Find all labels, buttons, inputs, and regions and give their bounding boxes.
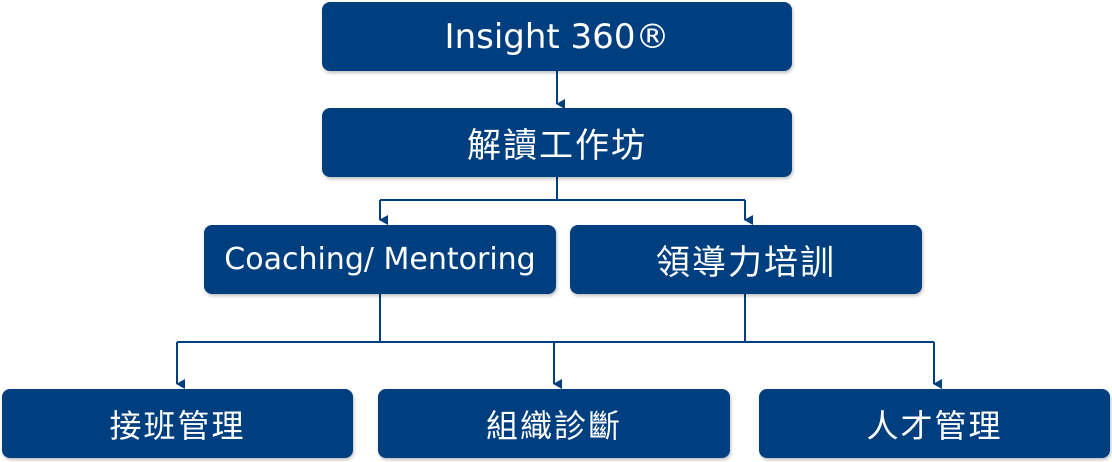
coaching-mentoring-box: Coaching/ Mentoring	[204, 225, 556, 294]
succession-management-label: 接班管理	[109, 406, 246, 445]
insight-360-box: Insight 360®	[322, 2, 792, 71]
coaching-mentoring-label: Coaching/ Mentoring	[224, 242, 536, 277]
leadership-training-label: 領導力培訓	[656, 243, 836, 283]
leadership-training-box: 領導力培訓	[570, 225, 922, 294]
workshop-label: 解讀工作坊	[467, 126, 647, 166]
workshop-box: 解讀工作坊	[322, 108, 792, 177]
org-diagnosis-box: 組織診斷	[378, 389, 730, 458]
talent-management-label: 人才管理	[866, 406, 1003, 445]
org-diagnosis-label: 組織診斷	[485, 406, 622, 445]
succession-management-box: 接班管理	[2, 389, 353, 458]
talent-management-box: 人才管理	[759, 389, 1110, 458]
insight-360-label: Insight 360®	[444, 16, 670, 57]
